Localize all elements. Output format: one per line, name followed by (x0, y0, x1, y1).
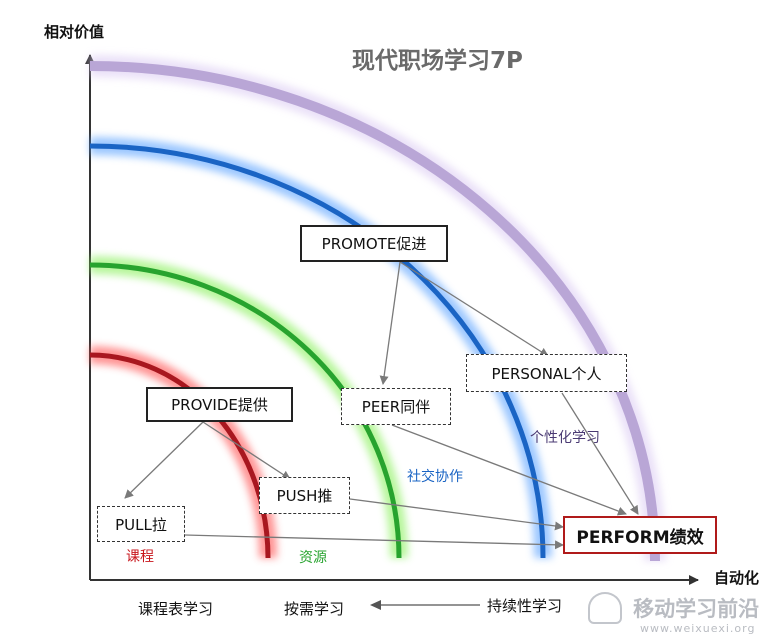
curriculum-learning-label: 课程表学习 (138, 600, 214, 618)
continuous-learning-label: 持续性学习 (487, 597, 563, 615)
social-arc (89, 143, 546, 559)
provide-box: PROVIDE提供 (146, 387, 293, 422)
personal-arc (89, 61, 660, 562)
course-arc-label: 课程 (126, 549, 154, 565)
x-axis-label: 自动化 (714, 569, 760, 587)
logo-name: 移动学习前沿 (633, 597, 760, 621)
logo-url: www.weixuexi.org (640, 622, 756, 635)
pull-box: PULL拉 (97, 506, 185, 542)
push-box: PUSH推 (259, 477, 350, 514)
resource-arc (89, 262, 402, 559)
bottom-arrow-head (370, 600, 381, 610)
arrow-push-to-perform (349, 498, 564, 531)
peer-box: PEER同伴 (341, 388, 451, 425)
arrow-promote-to-personal (399, 261, 549, 357)
social-arc-label: 社交协作 (407, 469, 463, 485)
promote-box: PROMOTE促进 (300, 225, 448, 262)
arrow-pull-to-perform (184, 534, 564, 550)
arrow-provide-to-push (202, 421, 291, 480)
on-demand-learning-label: 按需学习 (284, 600, 345, 618)
personal-arc-label: 个性化学习 (530, 430, 600, 446)
arrow-promote-to-peer (379, 261, 401, 385)
logo-icon (588, 592, 622, 624)
arrow-personal-to-perform (561, 392, 639, 515)
perform-box: PERFORM绩效 (563, 516, 717, 554)
y-axis-label: 相对价值 (44, 23, 105, 41)
personal-arc-glow (89, 55, 666, 562)
personal-box: PERSONAL个人 (466, 354, 627, 392)
diagram-title: 现代职场学习7P (352, 48, 523, 74)
arrow-provide-to-pull (124, 421, 204, 499)
arrow-peer-to-perform (391, 424, 627, 516)
watermark-logo: 移动学习前沿 www.weixuexi.org (588, 592, 759, 635)
resource-arc-label: 资源 (299, 550, 327, 566)
